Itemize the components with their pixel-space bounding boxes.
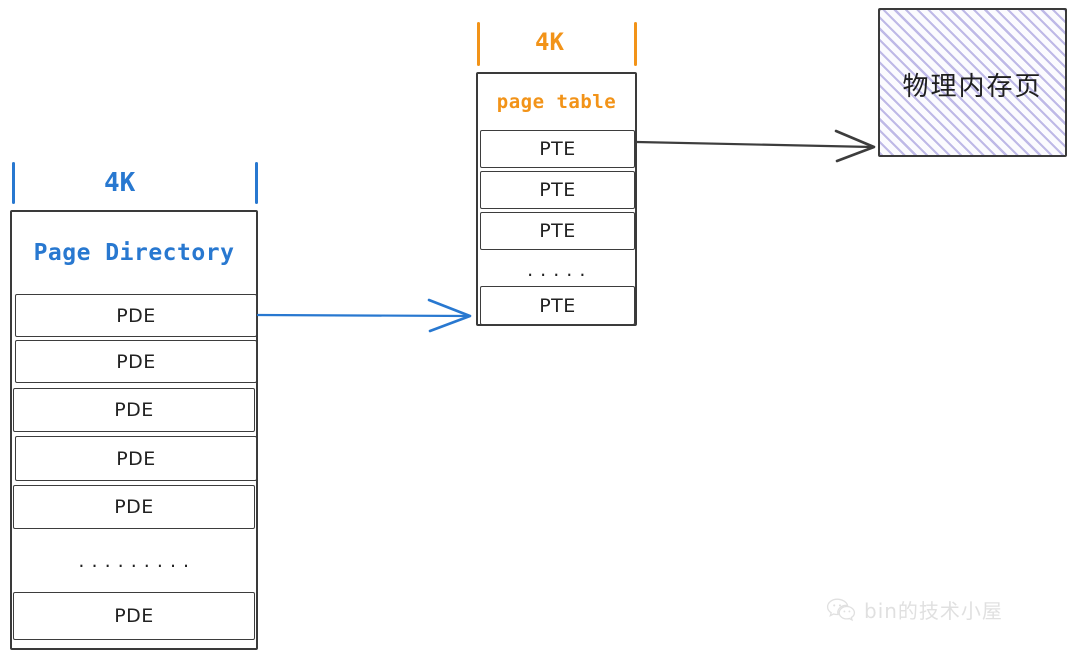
watermark: bin的技术小屋 — [826, 595, 1003, 624]
dimension-tick-right — [255, 162, 258, 204]
page-table-ellipsis-label: . . . . . — [527, 258, 586, 281]
page-table-dimension-marker: 4K — [477, 22, 637, 68]
page-directory-row-label: PDE — [114, 496, 154, 518]
page-directory-row-0[interactable]: PDE — [15, 294, 257, 337]
page-table-dimension-label: 4K — [535, 28, 564, 56]
page-directory-row-ellipsis: . . . . . . . . . — [12, 534, 256, 588]
page-table-row-label: PTE — [539, 179, 576, 201]
pde-to-page-table-arrow — [256, 298, 472, 333]
dimension-tick-left — [12, 162, 15, 204]
page-directory-box: Page Directory PDE PDE PDE PDE PDE . . .… — [10, 210, 258, 650]
page-table-row-label: PTE — [539, 138, 576, 160]
page-table-row-2[interactable]: PTE — [480, 212, 635, 250]
page-directory-row-6[interactable]: PDE — [13, 592, 255, 640]
page-directory-row-label: PDE — [116, 447, 156, 470]
page-table-box: page table PTE PTE PTE . . . . . PTE — [476, 72, 637, 326]
page-table-row-ellipsis: . . . . . — [478, 253, 635, 287]
page-table-row-4[interactable]: PTE — [480, 286, 635, 325]
page-directory-row-label: PDE — [116, 350, 156, 373]
page-table-header-label: page table — [496, 91, 617, 113]
wechat-icon — [826, 598, 856, 621]
page-directory-row-3[interactable]: PDE — [15, 436, 257, 481]
page-directory-row-label: PDE — [114, 399, 154, 421]
page-directory-header-label: Page Directory — [33, 240, 235, 266]
page-table-row-label: PTE — [539, 294, 576, 317]
page-table-row-label: PTE — [539, 220, 576, 242]
page-directory-row-1[interactable]: PDE — [15, 340, 257, 383]
page-directory-row-label: PDE — [116, 304, 156, 327]
page-directory-header: Page Directory — [12, 218, 256, 288]
page-directory-row-label: PDE — [114, 605, 154, 627]
page-table-row-0[interactable]: PTE — [480, 130, 635, 168]
dimension-tick-left — [477, 22, 480, 66]
watermark-text: bin的技术小屋 — [864, 599, 1003, 623]
page-directory-ellipsis-label: . . . . . . . . . — [78, 549, 190, 572]
physical-page-box: 物理内存页 — [878, 8, 1067, 157]
page-directory-row-4[interactable]: PDE — [13, 485, 255, 529]
page-directory-dimension-marker: 4K — [12, 160, 258, 208]
page-directory-dimension-label: 4K — [104, 168, 136, 198]
page-table-header: page table — [478, 77, 635, 127]
physical-page-label: 物理内存页 — [902, 72, 1043, 102]
pte-to-physical-page-arrow — [635, 129, 876, 163]
dimension-tick-right — [634, 22, 637, 66]
page-table-row-1[interactable]: PTE — [480, 171, 635, 209]
page-directory-row-2[interactable]: PDE — [13, 388, 255, 432]
